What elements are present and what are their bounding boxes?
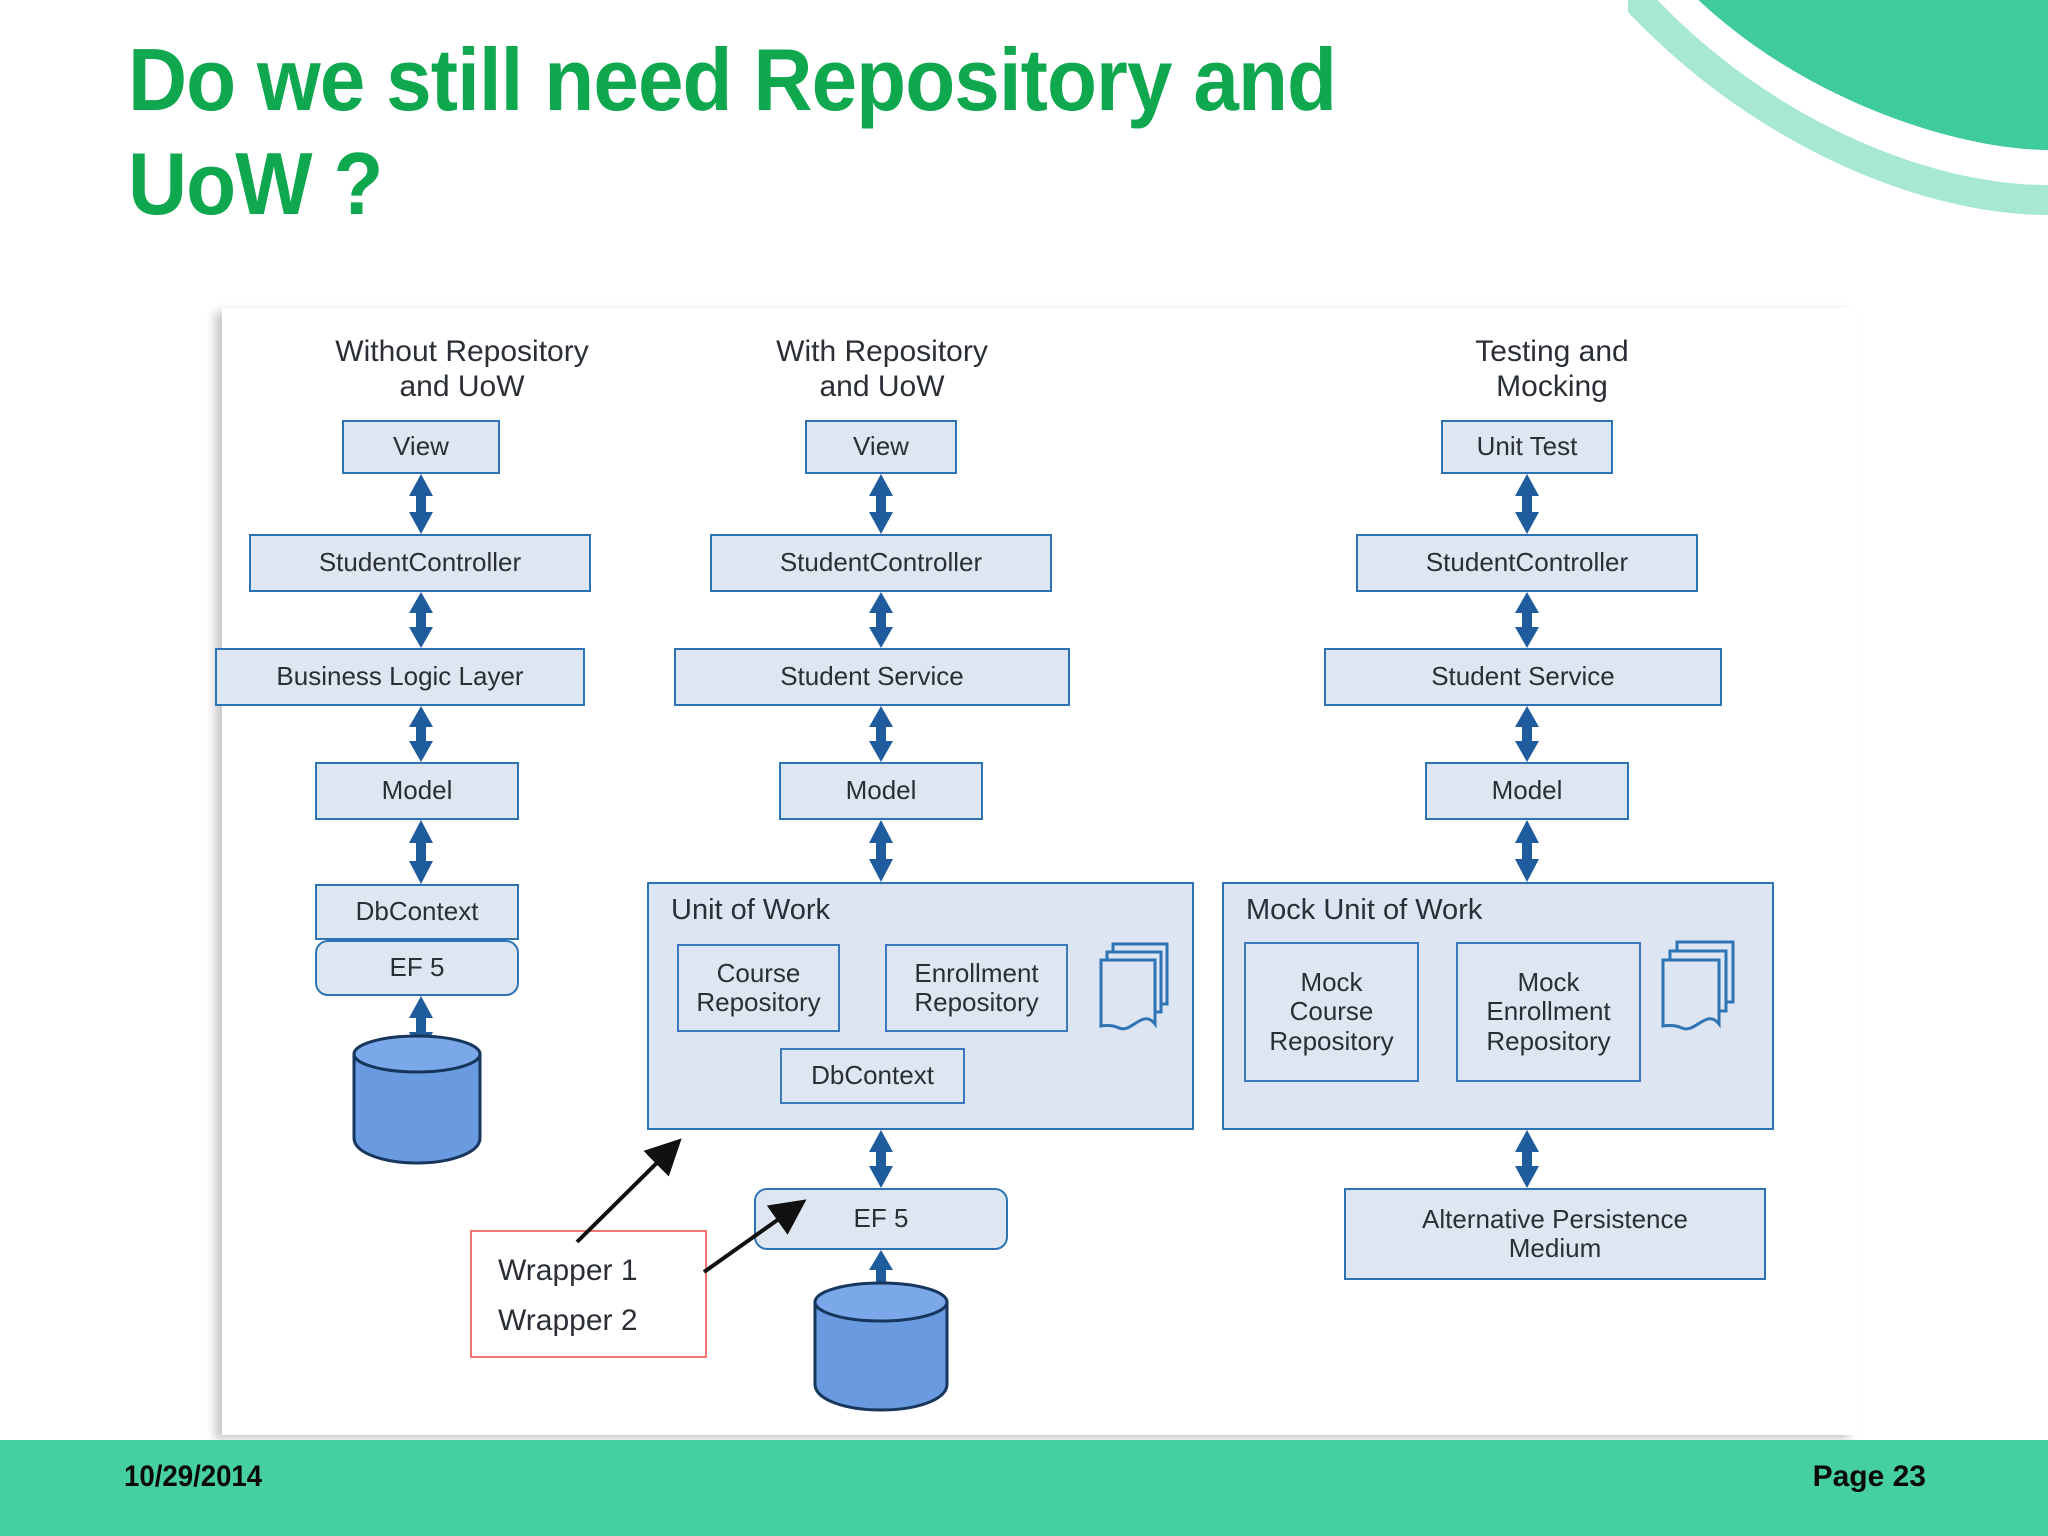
node-dbcontext-uow: DbContext: [780, 1048, 965, 1104]
wrapper-callout-box: Wrapper 1 Wrapper 2: [470, 1230, 707, 1358]
arrow-controller-bll-col1: [409, 592, 433, 648]
column-heading-without-repo: Without Repository and UoW: [335, 335, 589, 404]
column-heading-with-repo: With Repository and UoW: [776, 335, 988, 404]
node-mock-course-repository: Mock Course Repository: [1244, 942, 1419, 1082]
arrow-controller-service-col2: [869, 592, 893, 648]
node-model-col1: Model: [315, 762, 519, 820]
slide-title: Do we still need Repository and UoW ?: [128, 30, 1337, 233]
group-mock-unit-of-work: Mock Unit of Work Mock Course Repository…: [1222, 882, 1774, 1130]
group-unit-of-work: Unit of Work Course Repository Enrollmen…: [647, 882, 1194, 1130]
diagram-frame: Without Repository and UoW View StudentC…: [215, 308, 1856, 1435]
node-student-service-col2: Student Service: [674, 648, 1070, 706]
database-cylinder-col2: [813, 1281, 949, 1412]
node-studentcontroller-col1: StudentController: [249, 534, 591, 592]
node-business-logic-layer-col1: Business Logic Layer: [215, 648, 585, 706]
node-ef5-col1: EF 5: [315, 940, 519, 996]
node-mock-enrollment-repository: Mock Enrollment Repository: [1456, 942, 1641, 1082]
node-student-service-col3: Student Service: [1324, 648, 1722, 706]
arrow-bll-model-col1: [409, 706, 433, 762]
group-title-mock-unit-of-work: Mock Unit of Work: [1246, 894, 1483, 926]
stacked-documents-icon-mock-uow: [1661, 940, 1735, 1031]
node-studentcontroller-col3: StudentController: [1356, 534, 1698, 592]
arrow-model-dbcontext-col1: [409, 820, 433, 884]
node-unit-test-col3: Unit Test: [1441, 420, 1613, 474]
node-dbcontext-col1: DbContext: [315, 884, 519, 940]
arrow-model-mockuow-col3: [1515, 820, 1539, 882]
node-model-col2: Model: [779, 762, 983, 820]
arrow-mockuow-alternative-col3: [1515, 1130, 1539, 1188]
arrow-unittest-controller-col3: [1515, 474, 1539, 534]
arrow-model-uow-col2: [869, 820, 893, 882]
arrow-controller-service-col3: [1515, 592, 1539, 648]
footer-date: 10/29/2014: [124, 1460, 263, 1493]
arrow-service-model-col3: [1515, 706, 1539, 762]
footer-page-number: Page 23: [1812, 1460, 1926, 1493]
node-course-repository: Course Repository: [677, 944, 840, 1032]
column-heading-testing-mocking: Testing and Mocking: [1475, 335, 1629, 404]
node-view-col1: View: [342, 420, 500, 474]
arrow-uow-ef5-col2: [869, 1130, 893, 1188]
arrow-view-controller-col1: [409, 474, 433, 534]
wrapper-label-2: Wrapper 2: [498, 1304, 638, 1337]
node-view-col2: View: [805, 420, 957, 474]
wrapper2-pointer-arrow: [702, 1199, 807, 1274]
arrow-service-model-col2: [869, 706, 893, 762]
node-alternative-persistence-medium: Alternative Persistence Medium: [1344, 1188, 1766, 1280]
wrapper-label-1: Wrapper 1: [498, 1254, 638, 1287]
arrow-view-controller-col2: [869, 474, 893, 534]
node-model-col3: Model: [1425, 762, 1629, 820]
group-title-unit-of-work: Unit of Work: [671, 894, 831, 926]
database-cylinder-col1: [352, 1034, 482, 1165]
node-studentcontroller-col2: StudentController: [710, 534, 1052, 592]
wrapper1-pointer-arrow: [575, 1138, 682, 1244]
corner-swoosh-decoration: [1628, 0, 2048, 230]
stacked-documents-icon-uow: [1099, 942, 1169, 1031]
node-enrollment-repository: Enrollment Repository: [885, 944, 1068, 1032]
slide-footer: 10/29/2014 Page 23: [0, 1440, 2048, 1536]
